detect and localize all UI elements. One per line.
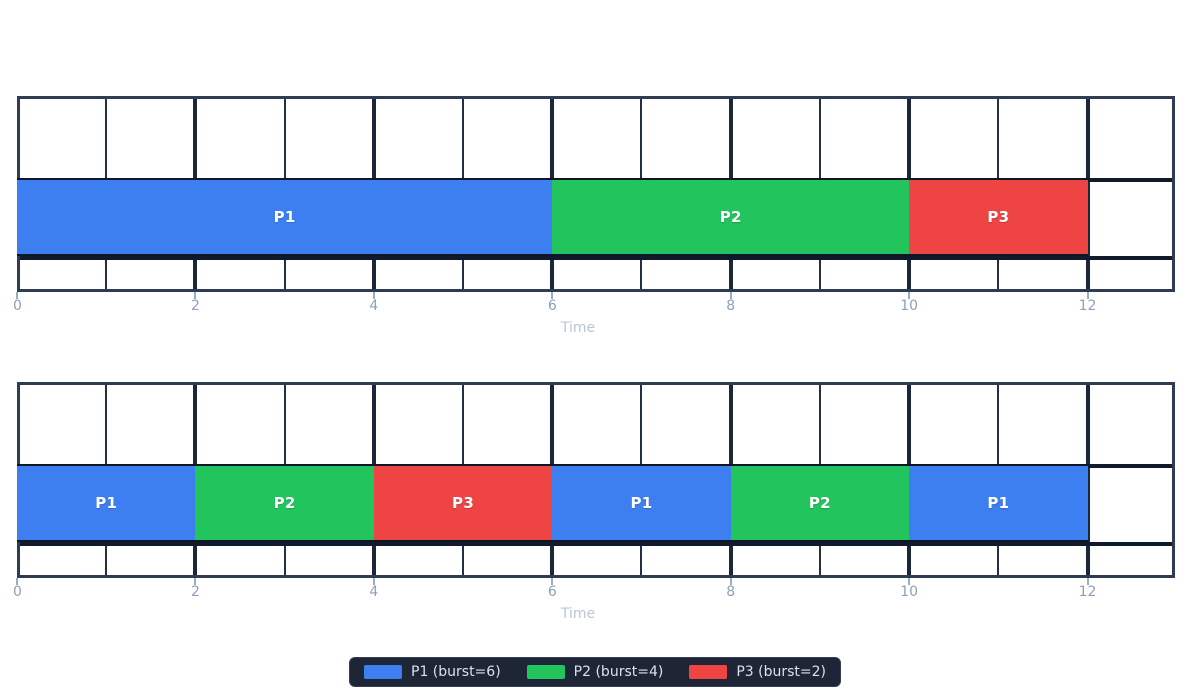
gantt-segment-label: P1	[95, 494, 118, 512]
x-tick-label-8: 8	[726, 584, 736, 600]
gantt-segment[interactable]: P1	[17, 464, 196, 542]
legend-label: P1 (burst=6)	[411, 664, 501, 680]
p3-swatch	[689, 665, 728, 679]
x-tick-12	[1086, 578, 1089, 585]
x-tick-label-12: 12	[1078, 584, 1097, 600]
x-tick-label-4: 4	[369, 584, 379, 600]
legend-label: P3 (burst=2)	[736, 664, 827, 680]
gantt-segment[interactable]: P3	[909, 178, 1088, 256]
x-tick-label-6: 6	[547, 298, 557, 314]
x-tick-label-10: 10	[900, 584, 919, 600]
gantt-segment-label: P1	[630, 494, 653, 512]
gantt-segment[interactable]: P3	[373, 464, 553, 542]
legend: P1 (burst=6) P2 (burst=4) P3 (burst=2)	[349, 657, 842, 687]
x-tick-label-8: 8	[726, 298, 736, 314]
gantt-segment[interactable]: P2	[195, 464, 374, 542]
legend-label: P2 (burst=4)	[573, 664, 664, 680]
x-tick-10	[908, 292, 911, 299]
x-tick-8	[729, 292, 732, 299]
legend-item-p1[interactable]: P1 (burst=6)	[364, 664, 501, 680]
x-tick-10	[908, 578, 911, 585]
gantt-segment-label: P2	[719, 208, 742, 226]
gantt-segment-label: P1	[987, 494, 1010, 512]
x-tick-2	[194, 292, 197, 299]
x-tick-0	[16, 292, 18, 299]
x-tick-label-0: 0	[13, 298, 22, 314]
x-axis-title-1: Time	[560, 606, 596, 622]
x-tick-2	[194, 578, 197, 585]
gantt-segment[interactable]: P1	[17, 178, 553, 256]
p2-swatch	[526, 665, 565, 679]
legend-item-p2[interactable]: P2 (burst=4)	[526, 664, 664, 680]
x-tick-label-6: 6	[547, 584, 557, 600]
plot-area-1: P1 P2 P3 P1 P2 P1	[17, 382, 1175, 578]
x-tick-4	[372, 578, 375, 585]
x-tick-label-0: 0	[13, 584, 22, 600]
gantt-segment-label: P2	[273, 494, 296, 512]
x-axis-title-0: Time	[560, 320, 596, 336]
bar-band-0: P1 P2 P3	[17, 178, 1172, 256]
gantt-segment[interactable]: P2	[730, 464, 910, 542]
bar-band-1: P1 P2 P3 P1 P2 P1	[17, 464, 1172, 542]
x-tick-label-4: 4	[369, 298, 379, 314]
gantt-segment-label: P2	[808, 494, 831, 512]
gantt-segment[interactable]: P1	[909, 464, 1088, 542]
x-tick-label-2: 2	[190, 298, 200, 314]
gantt-segment-label: P1	[273, 208, 296, 226]
x-tick-0	[16, 578, 18, 585]
gantt-segment[interactable]: P1	[552, 464, 731, 542]
gantt-segment[interactable]: P2	[552, 178, 910, 256]
x-tick-12	[1086, 292, 1089, 299]
x-tick-8	[729, 578, 732, 585]
x-tick-label-2: 2	[190, 584, 200, 600]
band-separator-bottom-1	[20, 542, 1172, 546]
x-tick-label-12: 12	[1078, 298, 1097, 314]
x-tick-6	[551, 578, 554, 585]
x-tick-4	[372, 292, 375, 299]
legend-item-p3[interactable]: P3 (burst=2)	[689, 664, 826, 680]
gantt-segment-label: P3	[452, 494, 475, 512]
p1-swatch	[364, 665, 402, 679]
plot-area-0: P1 P2 P3	[17, 96, 1175, 292]
gantt-segment-label: P3	[987, 208, 1010, 226]
x-tick-6	[551, 292, 554, 299]
x-tick-label-10: 10	[900, 298, 919, 314]
band-separator-bottom-0	[20, 256, 1172, 260]
